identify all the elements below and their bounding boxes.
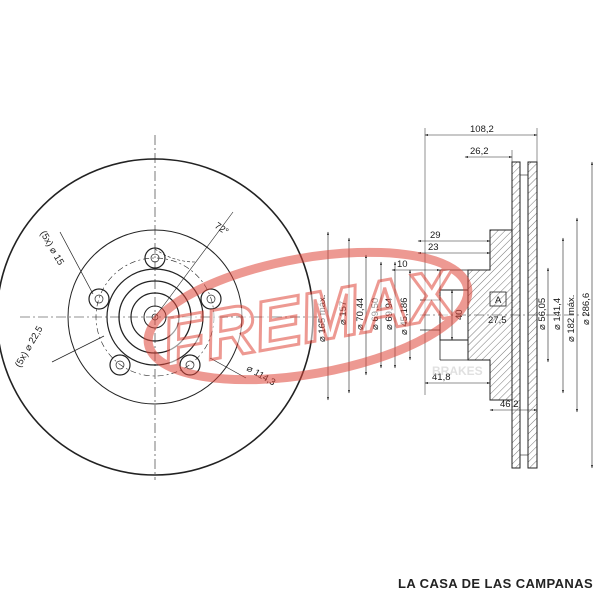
lug-hole	[109, 354, 131, 376]
fremax-watermark-logo: FREMAX BRAKES	[143, 247, 483, 385]
offset-10-label: 10	[397, 259, 408, 270]
footer-credit: LA CASA DE LAS CAMPANAS	[398, 576, 594, 591]
lug-hole	[200, 288, 222, 310]
hub-width-label: 26,2	[470, 146, 489, 157]
reference-A-box	[489, 291, 507, 307]
offset-23-label: 23	[428, 242, 439, 253]
dimension-27-5-label: 27,5	[488, 315, 507, 326]
reference-A-label: A	[495, 295, 502, 306]
angle-label: 72°	[212, 220, 230, 237]
hub-center-outer	[130, 292, 180, 342]
hub-flange	[106, 268, 204, 366]
diameter-70-label: ⌀ 70,44	[355, 298, 366, 330]
diameter-182-label: ⌀ 182 máx.	[566, 295, 577, 342]
lug-hole	[144, 247, 166, 269]
logo-swoosh	[143, 247, 473, 385]
diameter-157-label: ⌀ 157	[338, 301, 349, 325]
side-view-labels: 108,2 26,2 29 23 10 41,8 46,2 ⌀ 165 máx.…	[317, 124, 592, 410]
diameter-141-label: ⌀ 141,4	[552, 298, 563, 330]
thickness-46-label: 46,2	[500, 399, 519, 410]
diameter-165-label: ⌀ 165 máx.	[317, 295, 328, 342]
diameter-69-50-label: ⌀ 69,50	[370, 298, 381, 330]
pcd-circle	[95, 257, 215, 377]
friction-ring-inner	[67, 229, 243, 405]
diameter-286-label: ⌀ 286,6	[581, 293, 592, 325]
hub-hat-section	[467, 229, 513, 401]
pilot-diameter-label: (5x) ⌀ 22,5	[13, 324, 45, 369]
lug-hole	[88, 288, 110, 310]
overall-width-label: 108,2	[470, 124, 494, 135]
diameter-56-label: ⌀ 56,05	[537, 298, 548, 330]
lug-holes	[88, 247, 222, 376]
disc-outer-edge	[0, 158, 314, 476]
offset-29-label: 29	[430, 230, 441, 241]
diameter-45-label: ⌀ 45,186	[399, 298, 410, 335]
diameter-69-94-label: ⌀ 69,94	[384, 298, 395, 330]
front-view	[0, 135, 320, 480]
thickness-41-label: 41,8	[432, 372, 451, 383]
side-section-view	[326, 128, 594, 469]
logo-text: FREMAX	[156, 253, 465, 382]
logo-subtext: BRAKES	[432, 364, 483, 378]
